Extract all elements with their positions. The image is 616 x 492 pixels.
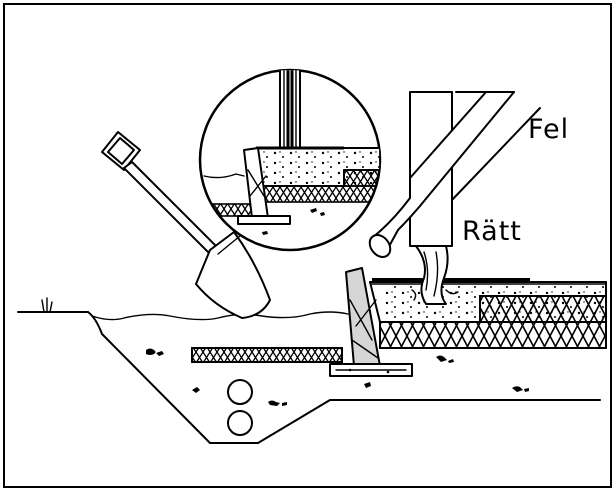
label-right: Rätt [462, 216, 522, 247]
downpipe-wrong [368, 91, 515, 258]
gravel-specks [146, 348, 529, 406]
shovel-icon [101, 131, 271, 319]
label-wrong: Fel [528, 114, 569, 145]
slab-insulation-lower [379, 321, 607, 349]
detail-inset [198, 68, 382, 252]
grass-tuft [41, 297, 53, 313]
excavation-trench [17, 297, 601, 444]
drain-pipe-lower [227, 410, 253, 436]
ground-insulation-board [191, 347, 343, 363]
slab-insulation-upper [479, 295, 607, 323]
drain-pipe-upper [227, 379, 253, 405]
formwork-plank [329, 267, 413, 377]
drain-pipes [227, 379, 253, 436]
building-foundation [369, 278, 607, 349]
downpipe-wrong-outline [451, 107, 541, 201]
